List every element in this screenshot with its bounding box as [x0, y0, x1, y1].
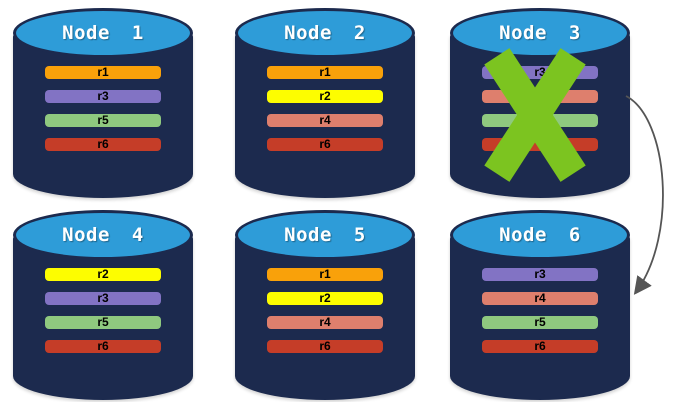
replica-list: r3 — [482, 66, 598, 151]
replica-label: r6 — [319, 339, 331, 353]
replica-bar-r5 — [482, 114, 598, 127]
replica-label: r4 — [319, 113, 331, 127]
replica-label: r3 — [97, 89, 109, 103]
replica-label: r5 — [97, 315, 109, 329]
replica-label: r4 — [319, 315, 331, 329]
node-title: Node 6 — [499, 224, 581, 246]
replica-bar-r2: r2 — [267, 292, 383, 305]
node-title: Node 2 — [284, 22, 366, 44]
replica-bar-r5: r5 — [45, 316, 161, 329]
replica-bar-r6: r6 — [45, 340, 161, 353]
replica-bar-r4: r4 — [267, 316, 383, 329]
replica-bar-r3: r3 — [45, 292, 161, 305]
replica-label: r4 — [534, 291, 546, 305]
replica-list: r1 r3 r5 r6 — [45, 66, 161, 151]
replica-list: r1 r2 r4 r6 — [267, 66, 383, 151]
node-2: Node 2 r1 r2 r4 r6 — [235, 8, 415, 198]
replica-bar-r3: r3 — [45, 90, 161, 103]
replica-bar-r5: r5 — [45, 114, 161, 127]
replica-label: r3 — [534, 267, 546, 281]
replica-bar-r3: r3 — [482, 66, 598, 79]
replica-bar-r6: r6 — [482, 340, 598, 353]
cylinder-top: Node 5 — [235, 210, 415, 260]
replica-label: r6 — [534, 339, 546, 353]
node-title: Node 4 — [62, 224, 144, 246]
cylinder-top: Node 6 — [450, 210, 630, 260]
node-6: Node 6 r3 r4 r5 r6 — [450, 210, 630, 400]
replica-list: r1 r2 r4 r6 — [267, 268, 383, 353]
node-5: Node 5 r1 r2 r4 r6 — [235, 210, 415, 400]
arrow-path — [625, 95, 664, 295]
replica-label: r5 — [97, 113, 109, 127]
node-1: Node 1 r1 r3 r5 r6 — [13, 8, 193, 198]
replica-bar-r6 — [482, 138, 598, 151]
cylinder-top: Node 1 — [13, 8, 193, 58]
replica-bar-r1: r1 — [45, 66, 161, 79]
replica-bar-r1: r1 — [267, 66, 383, 79]
cylinder-top: Node 4 — [13, 210, 193, 260]
replica-bar-r5: r5 — [482, 316, 598, 329]
replica-bar-r6: r6 — [45, 138, 161, 151]
replica-bar-r6: r6 — [267, 138, 383, 151]
replica-label: r6 — [97, 339, 109, 353]
replica-bar-r4: r4 — [267, 114, 383, 127]
replica-bar-r6: r6 — [267, 340, 383, 353]
replica-label: r1 — [319, 65, 331, 79]
replica-label: r2 — [319, 291, 331, 305]
replica-bar-r1: r1 — [267, 268, 383, 281]
replica-label: r2 — [97, 267, 109, 281]
replica-label: r5 — [534, 315, 546, 329]
replica-list: r3 r4 r5 r6 — [482, 268, 598, 353]
replica-label: r1 — [319, 267, 331, 281]
replica-bar-r4: r4 — [482, 292, 598, 305]
replica-bar-r2: r2 — [45, 268, 161, 281]
replica-label: r6 — [319, 137, 331, 151]
node-4: Node 4 r2 r3 r5 r6 — [13, 210, 193, 400]
replica-bar-r3: r3 — [482, 268, 598, 281]
node-title: Node 3 — [499, 22, 581, 44]
replica-list: r2 r3 r5 r6 — [45, 268, 161, 353]
node-title: Node 1 — [62, 22, 144, 44]
replica-label: r1 — [97, 65, 109, 79]
node-3: Node 3 r3 — [450, 8, 630, 198]
cylinder-top: Node 2 — [235, 8, 415, 58]
replica-label: r3 — [97, 291, 109, 305]
replica-label: r6 — [97, 137, 109, 151]
cylinder-top: Node 3 — [450, 8, 630, 58]
replica-bar-r4 — [482, 90, 598, 103]
node-title: Node 5 — [284, 224, 366, 246]
replica-label: r2 — [319, 89, 331, 103]
replica-label: r3 — [534, 65, 546, 79]
replica-bar-r2: r2 — [267, 90, 383, 103]
